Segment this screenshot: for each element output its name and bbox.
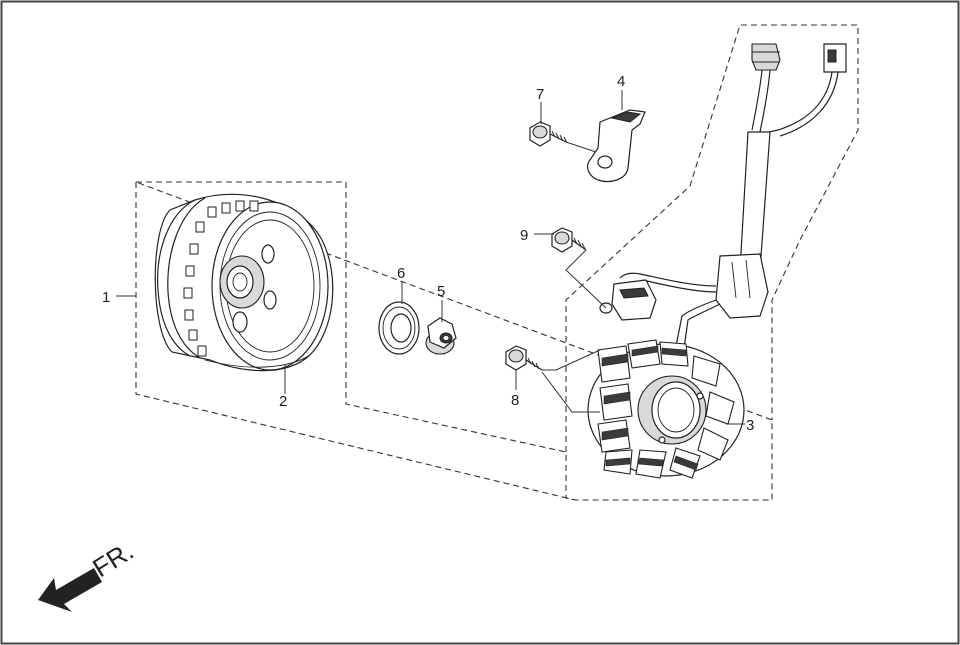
flywheel-group-outline-left bbox=[135, 182, 576, 501]
front-direction-indicator: FR. bbox=[38, 535, 139, 612]
bolt-8-path-b bbox=[541, 371, 600, 413]
callout-9: 9 bbox=[520, 227, 528, 244]
bolt-7-path bbox=[565, 141, 597, 153]
bolt-9-path bbox=[565, 249, 607, 309]
stator bbox=[587, 339, 745, 479]
callout-numbers: 1 2 3 4 5 6 7 8 9 bbox=[102, 73, 754, 434]
leader-lines bbox=[116, 90, 745, 425]
flywheel-rotor bbox=[154, 193, 334, 372]
front-arrow-icon bbox=[38, 568, 102, 612]
pulser-bracket bbox=[587, 109, 646, 183]
wiring-harness bbox=[619, 43, 847, 349]
callout-2: 2 bbox=[279, 393, 287, 410]
bolt-7 bbox=[529, 121, 568, 147]
bolt-8-path-a bbox=[542, 349, 601, 371]
callout-7: 7 bbox=[536, 86, 544, 103]
callout-3: 3 bbox=[746, 417, 754, 434]
pulser-coil bbox=[599, 279, 657, 321]
stator-group-outline bbox=[565, 24, 859, 452]
flange-nut bbox=[425, 317, 457, 355]
bolt-8 bbox=[505, 345, 543, 371]
washer bbox=[378, 301, 420, 355]
group-outlines bbox=[135, 24, 859, 501]
callout-4: 4 bbox=[617, 73, 625, 90]
callout-8: 8 bbox=[511, 392, 519, 409]
bolt-9 bbox=[551, 227, 587, 253]
callout-6: 6 bbox=[397, 265, 405, 282]
callout-1: 1 bbox=[102, 289, 110, 306]
callout-5: 5 bbox=[437, 283, 445, 300]
